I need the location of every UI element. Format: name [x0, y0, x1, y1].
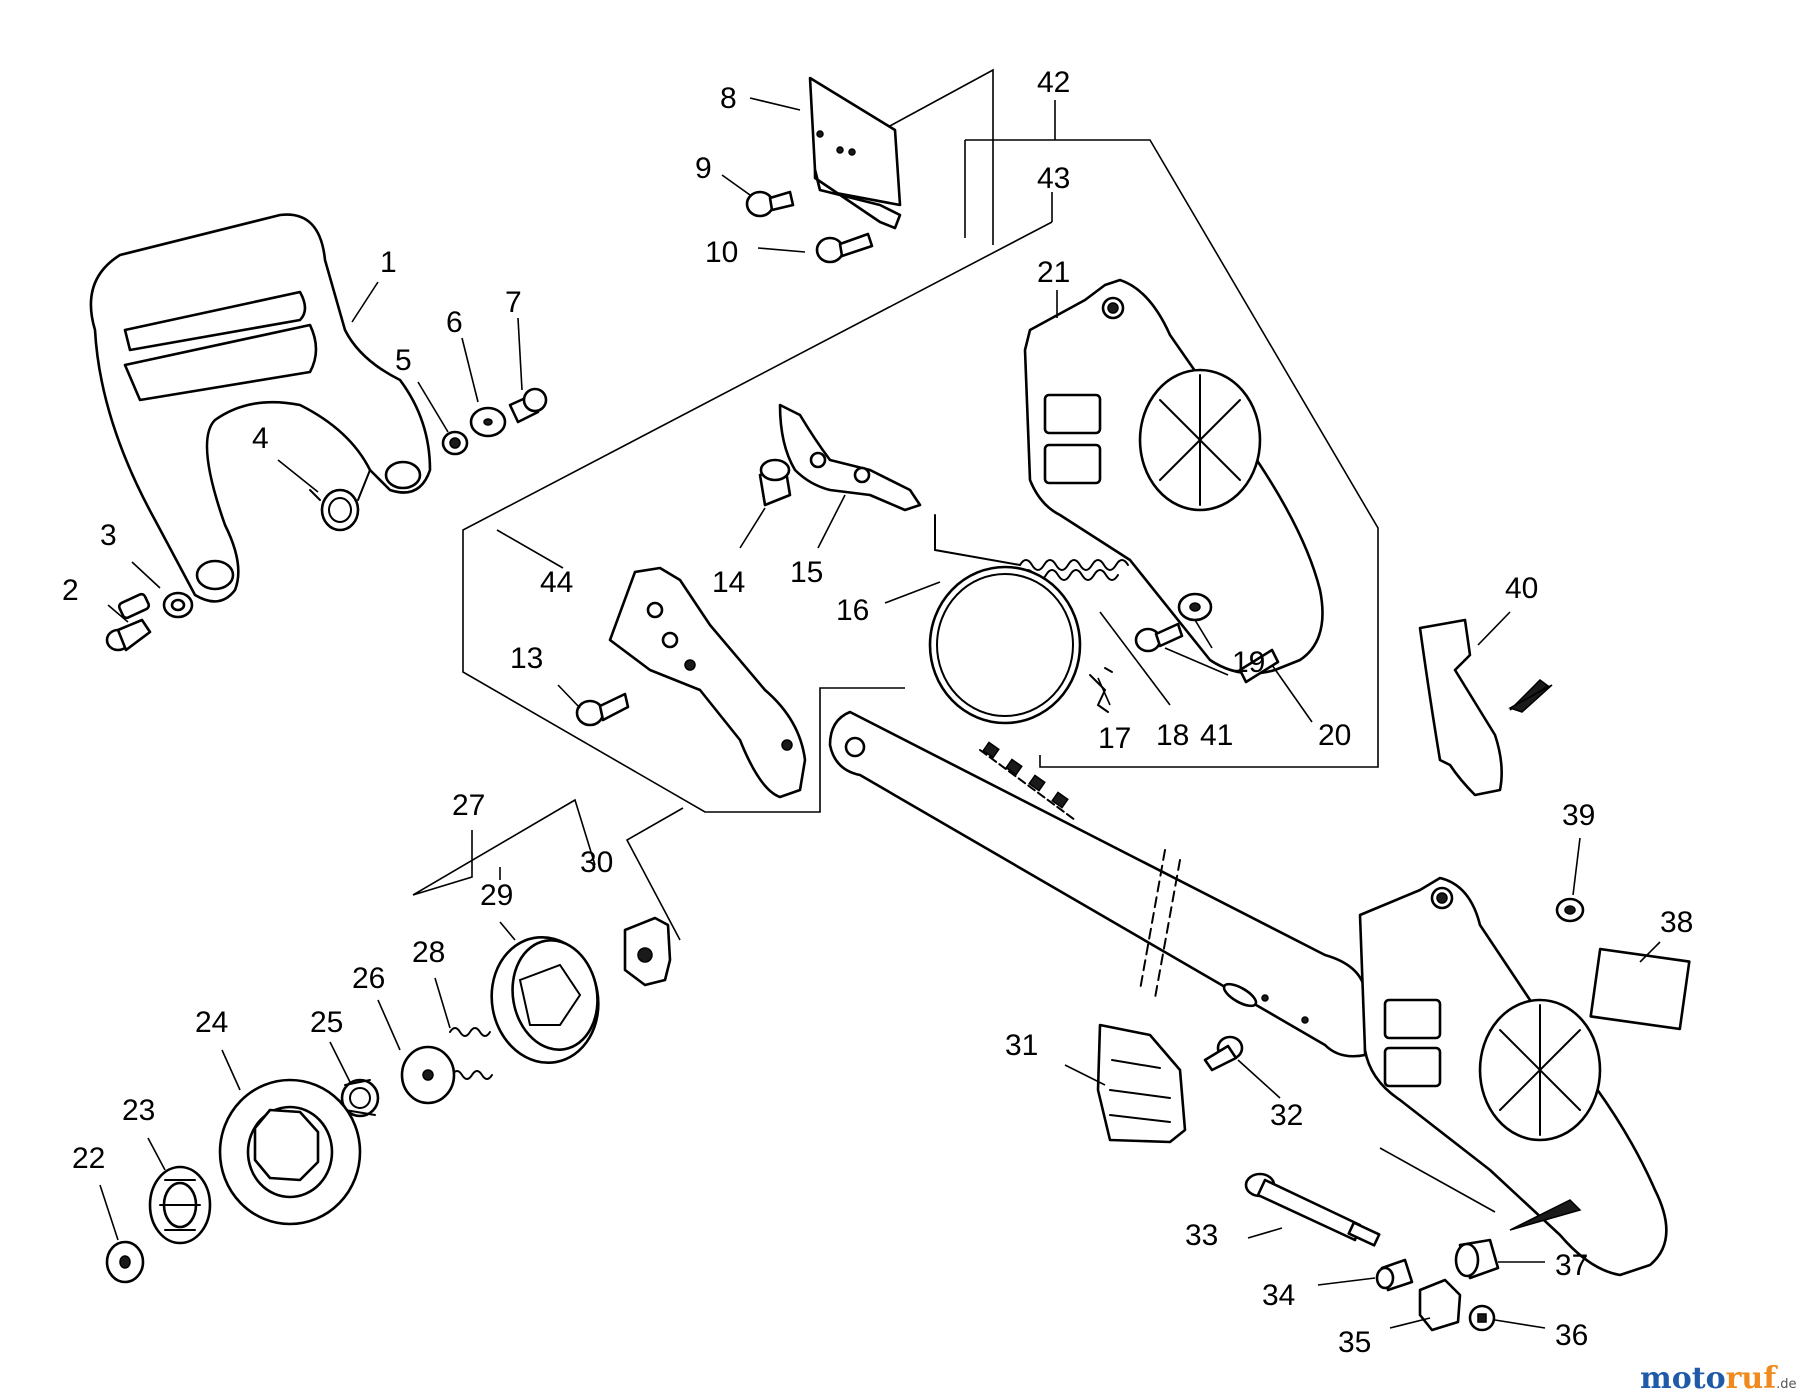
label-28: 28	[412, 936, 445, 969]
nut-39	[1555, 897, 1585, 923]
label-44: 44	[540, 566, 573, 599]
label-5: 5	[395, 344, 412, 377]
label-17: 17	[1098, 722, 1131, 755]
label-40: 40	[1505, 572, 1538, 605]
washer-22	[105, 1240, 145, 1284]
label-31: 31	[1005, 1029, 1038, 1062]
gear-37	[1454, 1238, 1500, 1280]
label-16: 16	[836, 594, 869, 627]
label-15: 15	[790, 556, 823, 589]
label-22: 22	[72, 1142, 105, 1175]
label-32: 32	[1270, 1099, 1303, 1132]
clutch-shoe-29	[490, 935, 600, 1065]
adjuster-nut-34	[1375, 1258, 1414, 1292]
bracket-8	[887, 68, 994, 245]
label-41: 41	[1200, 719, 1233, 752]
clutch-drum-24	[218, 1078, 362, 1226]
label-27: 27	[452, 789, 485, 822]
label-4: 4	[252, 422, 269, 455]
saw-chain	[979, 741, 1076, 821]
bracket-30	[625, 807, 684, 941]
block-35	[1418, 1278, 1462, 1332]
label-43: 43	[1037, 162, 1070, 195]
bolt-2	[105, 592, 152, 652]
cover-piece-40	[1418, 618, 1553, 797]
label-42: 42	[1037, 66, 1070, 99]
gear-36	[1468, 1304, 1496, 1332]
chain-guide-plate-8	[808, 76, 902, 230]
screw-7	[508, 387, 548, 424]
label-35: 35	[1338, 1326, 1371, 1359]
label-38: 38	[1660, 906, 1693, 939]
screw-41	[1134, 622, 1184, 653]
adjuster-screw-33	[1244, 1172, 1381, 1247]
label-34: 34	[1262, 1279, 1295, 1312]
screw-9	[745, 190, 795, 218]
group-bracket-43	[462, 192, 1053, 813]
clutch-spring-28	[449, 1027, 493, 1080]
bar-plate-31	[1096, 1023, 1187, 1144]
bracket-27	[412, 798, 596, 896]
part-labels: 1 2 3 4 5 6 7 8 9 10 42 43 21 44 14 15 1…	[62, 66, 1693, 1359]
screw-13	[575, 692, 630, 727]
label-1: 1	[380, 246, 397, 279]
label-26: 26	[352, 962, 385, 995]
label-7: 7	[505, 286, 522, 319]
label-37: 37	[1555, 1249, 1588, 1282]
torsion-spring-4	[309, 469, 371, 532]
brake-band-16	[928, 514, 1082, 725]
brake-lever-15	[778, 403, 922, 512]
sprocket-cover-21	[1023, 278, 1324, 675]
clutch-hub-30	[623, 916, 672, 987]
bracket-44	[496, 529, 564, 569]
label-23: 23	[122, 1094, 155, 1127]
label-38	[1589, 947, 1691, 1031]
label-21: 21	[1037, 256, 1070, 289]
screw-32	[1203, 1035, 1244, 1072]
svg-text:motoruf.de: motoruf.de	[1640, 1361, 1797, 1396]
clip-17	[1089, 667, 1113, 713]
label-33: 33	[1185, 1219, 1218, 1252]
washer-26	[400, 1045, 456, 1105]
guide-bar	[828, 710, 1367, 1058]
label-6: 6	[446, 306, 463, 339]
watermark-part-a: moto	[1640, 1361, 1726, 1396]
watermark-logo: motoruf.de	[1640, 1361, 1797, 1396]
washer-6	[469, 406, 507, 438]
watermark-part-b: ruf	[1726, 1361, 1779, 1396]
label-39: 39	[1562, 799, 1595, 832]
label-25: 25	[310, 1006, 343, 1039]
label-19: 19	[1232, 646, 1265, 679]
label-30: 30	[580, 846, 613, 879]
bushing-14	[758, 458, 792, 507]
label-10: 10	[705, 236, 738, 269]
label-8: 8	[720, 82, 737, 115]
leader-lines	[99, 97, 1661, 1329]
washer-19	[1177, 592, 1213, 622]
label-20: 20	[1318, 719, 1351, 752]
label-2: 2	[62, 574, 79, 607]
label-29: 29	[480, 879, 513, 912]
needle-bearing-25	[340, 1078, 380, 1118]
washer-3	[162, 591, 194, 619]
label-3: 3	[100, 519, 117, 552]
sprocket-23	[148, 1165, 212, 1245]
watermark-suffix: .de	[1776, 1377, 1796, 1392]
collar-5	[441, 430, 469, 456]
bracket-37	[1379, 1147, 1496, 1213]
label-13: 13	[510, 642, 543, 675]
label-36: 36	[1555, 1319, 1588, 1352]
group-bracket-42	[964, 100, 1379, 768]
brake-bracket-44	[608, 566, 807, 799]
label-9: 9	[695, 152, 712, 185]
label-14: 14	[712, 566, 745, 599]
label-24: 24	[195, 1006, 228, 1039]
pin-20	[1238, 648, 1280, 684]
screw-10	[815, 232, 874, 264]
sprocket-cover-lower	[1358, 876, 1668, 1277]
label-18: 18	[1156, 719, 1189, 752]
front-hand-guard	[89, 213, 432, 603]
